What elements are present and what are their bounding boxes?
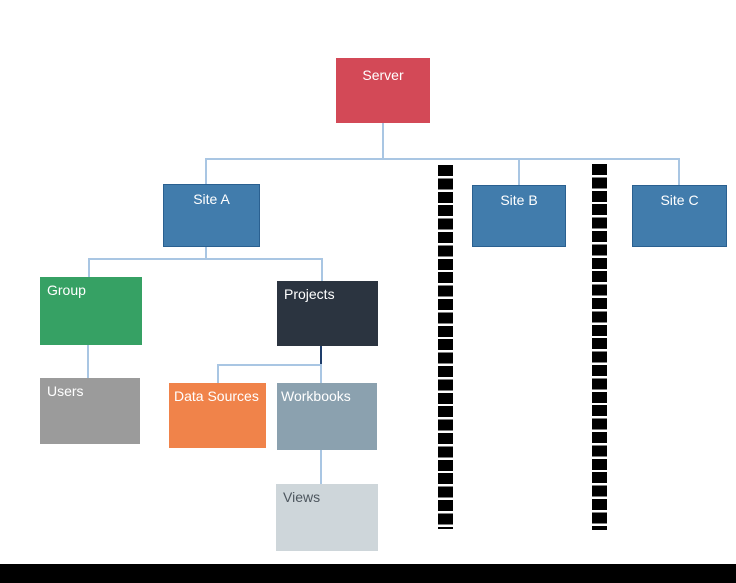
connector-datasources-horizontal bbox=[217, 364, 322, 366]
node-users-label: Users bbox=[47, 383, 84, 399]
connector-site-b-drop bbox=[518, 158, 520, 185]
node-server: Server bbox=[336, 58, 430, 123]
node-site-c-label: Site C bbox=[660, 192, 699, 208]
connector-group-drop bbox=[88, 258, 90, 277]
node-projects: Projects bbox=[277, 281, 378, 346]
connector-site-a-drop bbox=[205, 158, 207, 184]
node-views: Views bbox=[276, 484, 378, 551]
connector-workbooks-drop bbox=[320, 364, 322, 383]
bottom-black-bar bbox=[0, 564, 736, 583]
node-data-sources: Data Sources bbox=[169, 383, 266, 448]
node-projects-label: Projects bbox=[284, 286, 335, 302]
node-data-sources-label: Data Sources bbox=[174, 388, 259, 404]
node-site-a: Site A bbox=[163, 184, 260, 247]
connector-site-c-drop bbox=[678, 158, 680, 185]
node-site-b-label: Site B bbox=[500, 192, 538, 208]
connector-sites-horizontal bbox=[205, 158, 680, 160]
node-views-label: Views bbox=[283, 489, 321, 505]
connector-site-a-stem bbox=[205, 247, 207, 258]
connector-group-users bbox=[87, 345, 89, 378]
node-workbooks: Workbooks bbox=[277, 383, 377, 450]
node-site-b: Site B bbox=[472, 185, 566, 247]
node-site-c: Site C bbox=[632, 185, 727, 247]
connector-projects-drop bbox=[321, 258, 323, 281]
node-server-label: Server bbox=[362, 67, 404, 83]
connector-group-row-horizontal bbox=[88, 258, 323, 260]
connector-server-stem bbox=[382, 123, 384, 158]
separator-dashed-bar-left bbox=[438, 165, 453, 529]
separator-dashed-bar-right bbox=[592, 164, 607, 530]
node-group-label: Group bbox=[47, 282, 86, 298]
node-site-a-label: Site A bbox=[193, 191, 230, 207]
connector-datasources-drop bbox=[217, 364, 219, 383]
node-group: Group bbox=[40, 277, 142, 345]
node-users: Users bbox=[40, 378, 140, 444]
connector-workbooks-views bbox=[320, 450, 322, 484]
connector-projects-stem-dark bbox=[320, 346, 322, 364]
node-workbooks-label: Workbooks bbox=[281, 388, 351, 404]
